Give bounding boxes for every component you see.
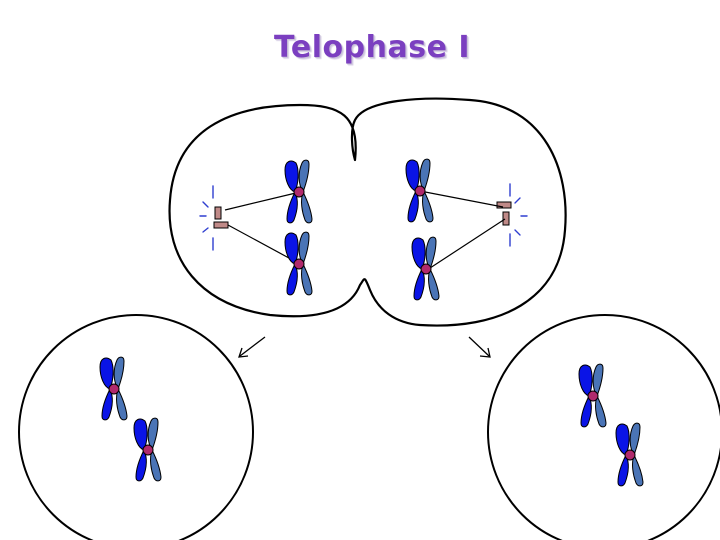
chromosome-left-upper — [284, 159, 313, 224]
spindle-fibers — [224, 190, 506, 271]
arrow-to-right-daughter — [468, 336, 491, 358]
chromosome-right-upper — [405, 158, 434, 223]
dividing-cell-outline — [168, 97, 567, 327]
page-title: Telophase I — [273, 30, 471, 65]
centromere — [420, 263, 432, 275]
left-centriole-horizontal — [213, 221, 229, 229]
left-daughter-chromosome-upper — [99, 356, 128, 421]
left-daughter-chromosome-lower — [133, 417, 162, 482]
centromere — [142, 444, 154, 456]
left-aster — [199, 185, 214, 251]
right-daughter-chromosome-lower — [615, 422, 644, 487]
right-daughter-cell — [487, 314, 720, 540]
centromere — [587, 390, 599, 402]
left-centriole-vertical — [214, 206, 222, 220]
right-centriole-horizontal — [496, 201, 512, 209]
spindle-fiber-right-upper — [419, 190, 504, 208]
centromere — [624, 449, 636, 461]
chromosome-left-lower — [284, 231, 313, 296]
left-daughter-cell — [18, 314, 254, 540]
centromere — [293, 258, 305, 270]
right-daughter-chromosome-upper — [578, 363, 607, 428]
right-aster — [509, 183, 528, 247]
centromere — [414, 185, 426, 197]
spindle-fiber-right-lower — [426, 218, 506, 271]
arrow-to-left-daughter — [238, 336, 266, 358]
centromere — [108, 383, 120, 395]
right-centriole-pair — [496, 201, 512, 226]
spindle-fiber-left-upper — [224, 191, 301, 211]
centromere — [293, 186, 305, 198]
right-centriole-vertical — [502, 211, 510, 226]
chromosome-right-lower — [411, 236, 440, 301]
